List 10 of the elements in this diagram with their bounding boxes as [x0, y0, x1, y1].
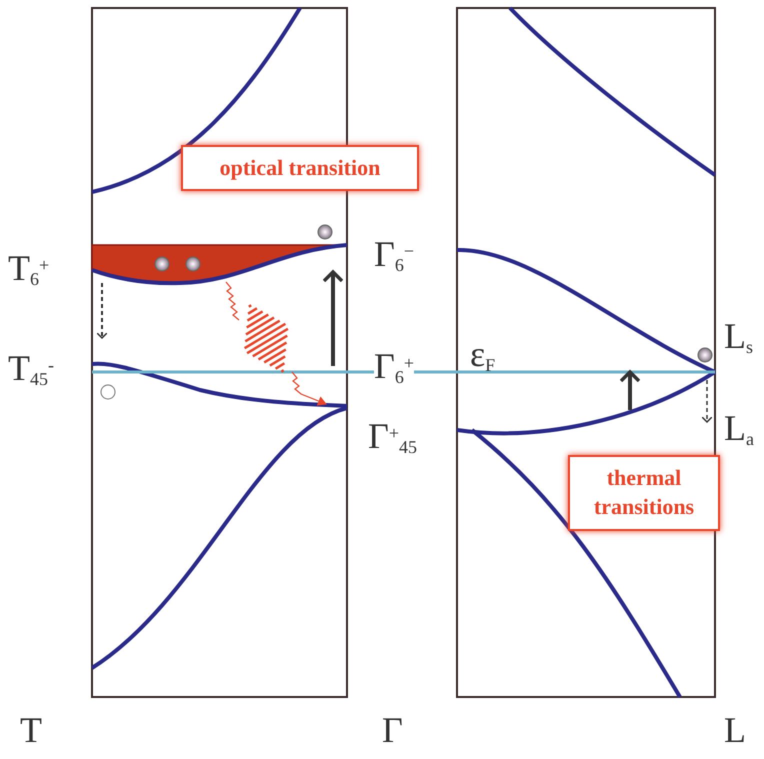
axis-point-label: T — [20, 712, 42, 748]
band-label: L$_{a}$ — [724, 410, 754, 446]
callout-text: thermal transitions — [592, 464, 696, 521]
axis-point-label: L — [724, 712, 746, 748]
callout-text: optical transition — [220, 154, 380, 182]
band-label: ε$_{F}$ — [470, 336, 496, 372]
axis-point-label: Γ — [382, 712, 403, 748]
band-label: L$_{s}$ — [724, 318, 754, 354]
callout-box — [181, 145, 419, 191]
callout-box — [568, 455, 720, 531]
